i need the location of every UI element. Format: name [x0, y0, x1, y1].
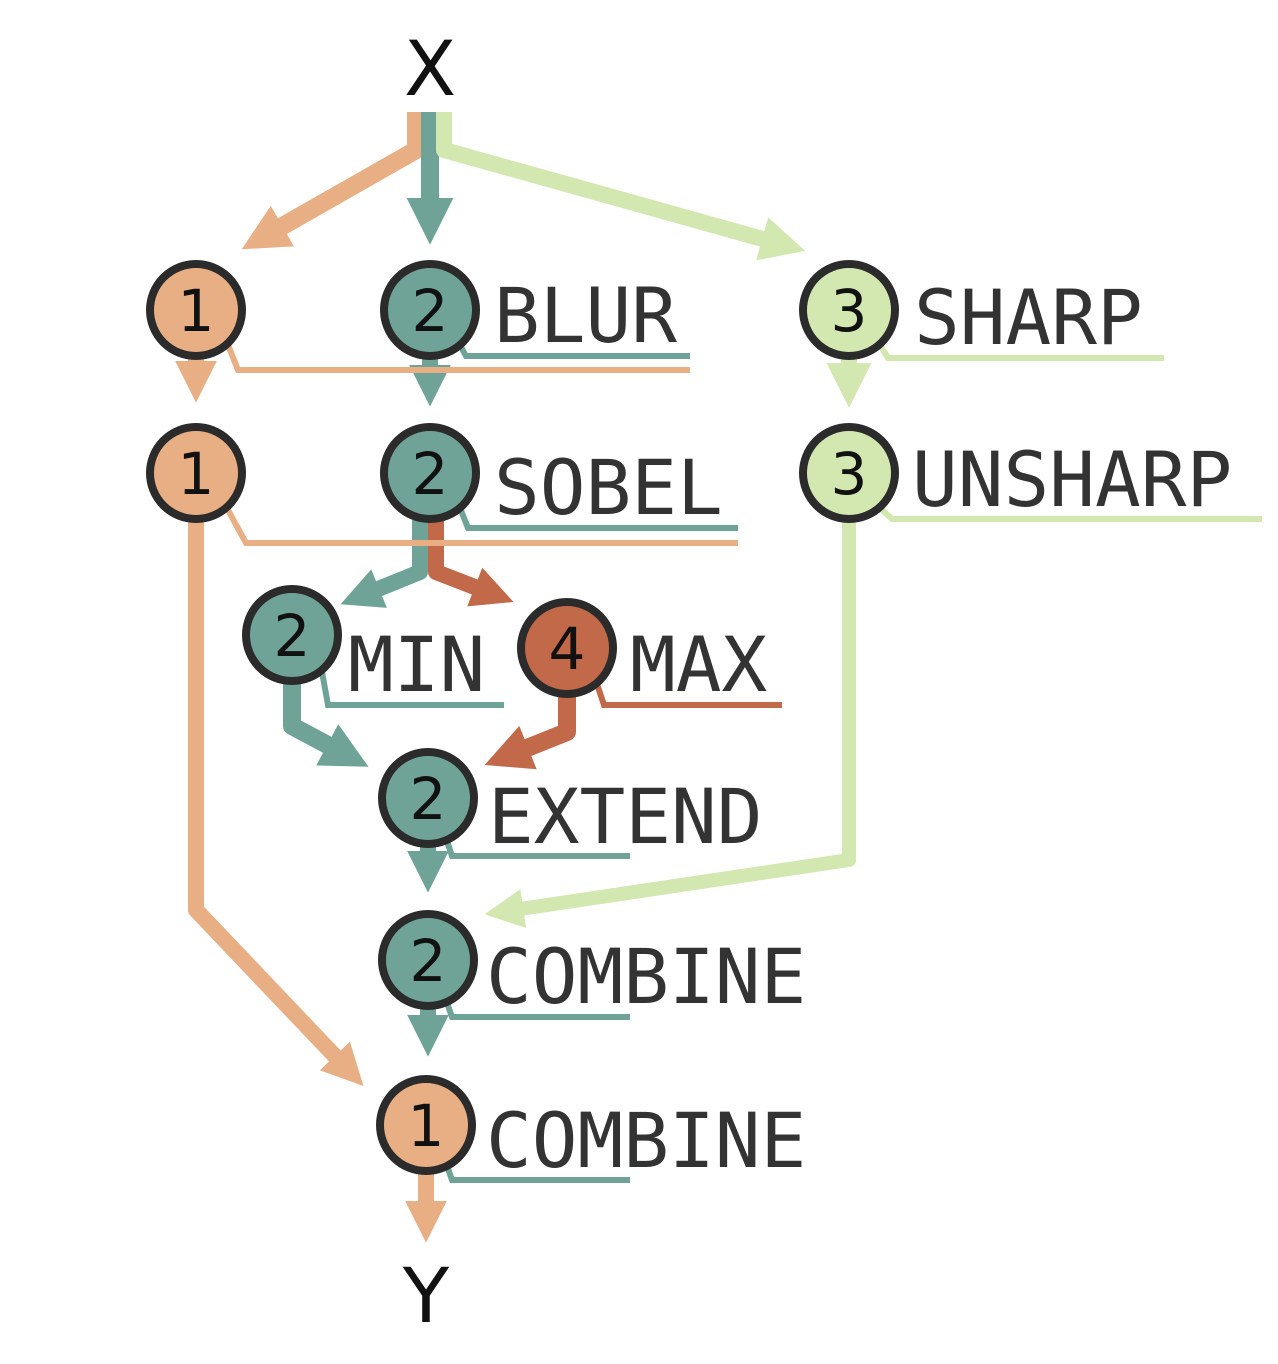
leader-1b — [225, 508, 738, 546]
node-circle — [146, 423, 246, 523]
node-circle — [799, 260, 899, 360]
node-n2c: 2 MIN — [242, 585, 485, 709]
leader-min — [319, 671, 504, 708]
node-circle — [517, 598, 617, 698]
node-number: 3 — [831, 440, 868, 508]
node-n1c: 1 COMBINE — [376, 1075, 806, 1185]
node-number: 2 — [274, 602, 311, 670]
node-number: 3 — [831, 277, 868, 345]
node-circle — [380, 260, 480, 360]
edge-x-to-1a — [241, 112, 425, 250]
leader-sharp — [877, 343, 1164, 361]
node-number: 2 — [412, 277, 449, 345]
node-number: 2 — [412, 440, 449, 508]
leader-extend — [443, 837, 630, 859]
node-circle — [378, 748, 478, 848]
node-n2b: 2 SOBEL — [380, 423, 723, 532]
edge-1b-to-1c — [188, 520, 364, 1087]
input-label: X — [404, 24, 456, 113]
node-n3b: 3 UNSHARP — [799, 423, 1232, 524]
node-label-sharp: SHARP — [914, 273, 1143, 362]
node-label-min: MIN — [348, 620, 485, 709]
edge-2b-to-4 — [428, 520, 514, 607]
node-circle — [380, 423, 480, 523]
edge-x-to-3a — [436, 112, 806, 261]
node-n3a: 3 SHARP — [799, 260, 1143, 362]
leader-1a — [225, 343, 690, 373]
node-label-combine: COMBINE — [486, 932, 806, 1021]
node-label-sobel: SOBEL — [494, 443, 723, 532]
node-circle — [378, 910, 478, 1010]
leader-unsharp — [877, 505, 1262, 522]
node-number: 4 — [549, 615, 586, 683]
node-label-extend: EXTEND — [488, 772, 763, 861]
edge-3b-to-2e — [484, 520, 856, 928]
node-number: 1 — [178, 440, 215, 508]
node-circle — [146, 260, 246, 360]
node-number: 2 — [410, 927, 447, 995]
leader-blur — [457, 343, 690, 359]
node-n1b: 1 — [146, 423, 246, 523]
node-label-blur: BLUR — [494, 271, 677, 360]
node-number: 1 — [178, 277, 215, 345]
output-label: Y — [402, 1251, 450, 1340]
leader-sobel — [457, 506, 738, 531]
edge-2c-to-2d — [283, 683, 369, 767]
node-label-combine: COMBINE — [486, 1096, 806, 1185]
node-n2e: 2 COMBINE — [378, 910, 806, 1021]
node-label-max: MAX — [630, 620, 768, 709]
node-n2d: 2 EXTEND — [378, 748, 763, 861]
edge-4-to-2d — [484, 697, 576, 770]
node-circle — [799, 423, 899, 523]
node-number: 2 — [410, 765, 447, 833]
node-circle — [242, 585, 342, 685]
node-n4: 4 MAX — [517, 598, 768, 709]
node-label-unsharp: UNSHARP — [912, 435, 1232, 524]
leader-max — [594, 683, 782, 708]
node-n2a: 2 BLUR — [380, 260, 677, 360]
node-circle — [376, 1075, 476, 1175]
node-number: 1 — [408, 1092, 445, 1160]
edge-2b-to-2c — [340, 520, 428, 608]
node-n1a: 1 — [146, 260, 246, 360]
